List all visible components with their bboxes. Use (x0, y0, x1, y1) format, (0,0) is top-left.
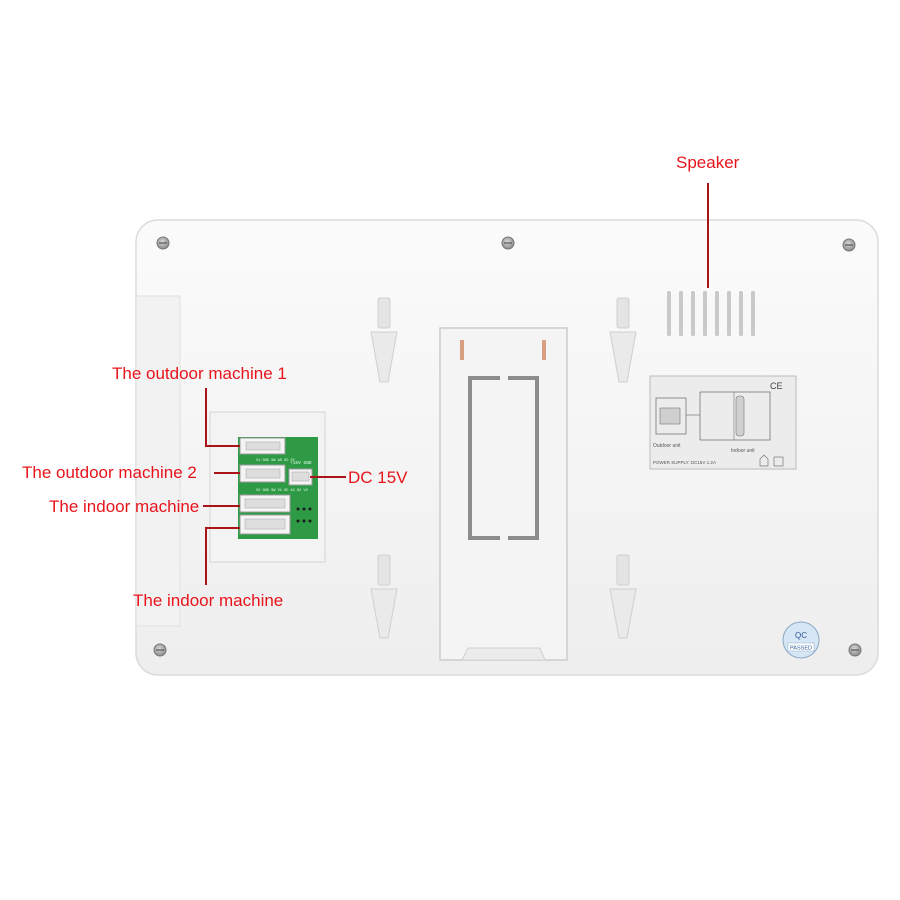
screw-icon (156, 236, 170, 250)
label-outdoor-machine-1: The outdoor machine 1 (112, 364, 287, 383)
label-indoor-machine-upper: The indoor machine (49, 497, 200, 516)
mount-hook-bottom-left (370, 554, 398, 639)
qc-passed-sticker: QC PASSED (782, 621, 820, 659)
leader-outdoor-1 (205, 388, 207, 445)
screw-icon (842, 238, 856, 252)
mount-hook-top-left (370, 297, 398, 383)
connector-indoor-1 (239, 494, 291, 513)
leader-dc (310, 476, 346, 478)
sticker-outdoor-text: Outdoor unit (653, 443, 681, 449)
leader-outdoor-2 (214, 472, 240, 474)
mount-hook-bottom-right (609, 554, 637, 639)
label-outdoor-machine-2: The outdoor machine 2 (22, 463, 197, 482)
label-speaker: Speaker (676, 153, 740, 172)
speaker-grille (667, 291, 755, 336)
pcb-board: +15V GND V1 GND SW AD GD GY V2 GND SW V1… (238, 437, 318, 539)
stand-bracket (439, 327, 568, 661)
label-indoor-machine-lower: The indoor machine (133, 591, 284, 610)
svg-text:PASSED: PASSED (790, 646, 812, 652)
screw-icon (153, 643, 167, 657)
svg-text:+15V GND: +15V GND (290, 460, 312, 466)
screw-icon (848, 643, 862, 657)
connector-outdoor-2 (239, 464, 286, 483)
mount-hook-top-right (609, 297, 637, 383)
leader-indoor-upper (203, 505, 240, 507)
svg-text:V2 GND SW V1 GD A2 B2 V2: V2 GND SW V1 GD A2 B2 V2 (256, 489, 308, 493)
sticker-indoor-text: Indoor unit (731, 448, 755, 454)
sticker-power-text: POWER SUPPLY: DC15V 1.2A (653, 460, 716, 465)
leader-indoor-lower (205, 527, 207, 585)
wiring-sticker: CE Outdoor unit Indoor unit POWER SUPPLY… (649, 375, 797, 470)
connector-dc-power (288, 468, 313, 486)
leader-indoor-lower-h (205, 527, 240, 529)
label-dc-15v: DC 15V (348, 468, 408, 487)
panel-side-ridge (135, 295, 181, 627)
screw-icon (501, 236, 515, 250)
svg-text:V1 GND SW AD GD GY: V1 GND SW AD GD GY (256, 459, 296, 463)
connector-outdoor-1 (239, 437, 286, 455)
svg-text:QC: QC (795, 631, 807, 640)
leader-speaker (707, 183, 709, 288)
connector-indoor-2 (239, 514, 291, 535)
ce-mark: CE (770, 381, 783, 391)
leader-outdoor-1-h (205, 445, 240, 447)
